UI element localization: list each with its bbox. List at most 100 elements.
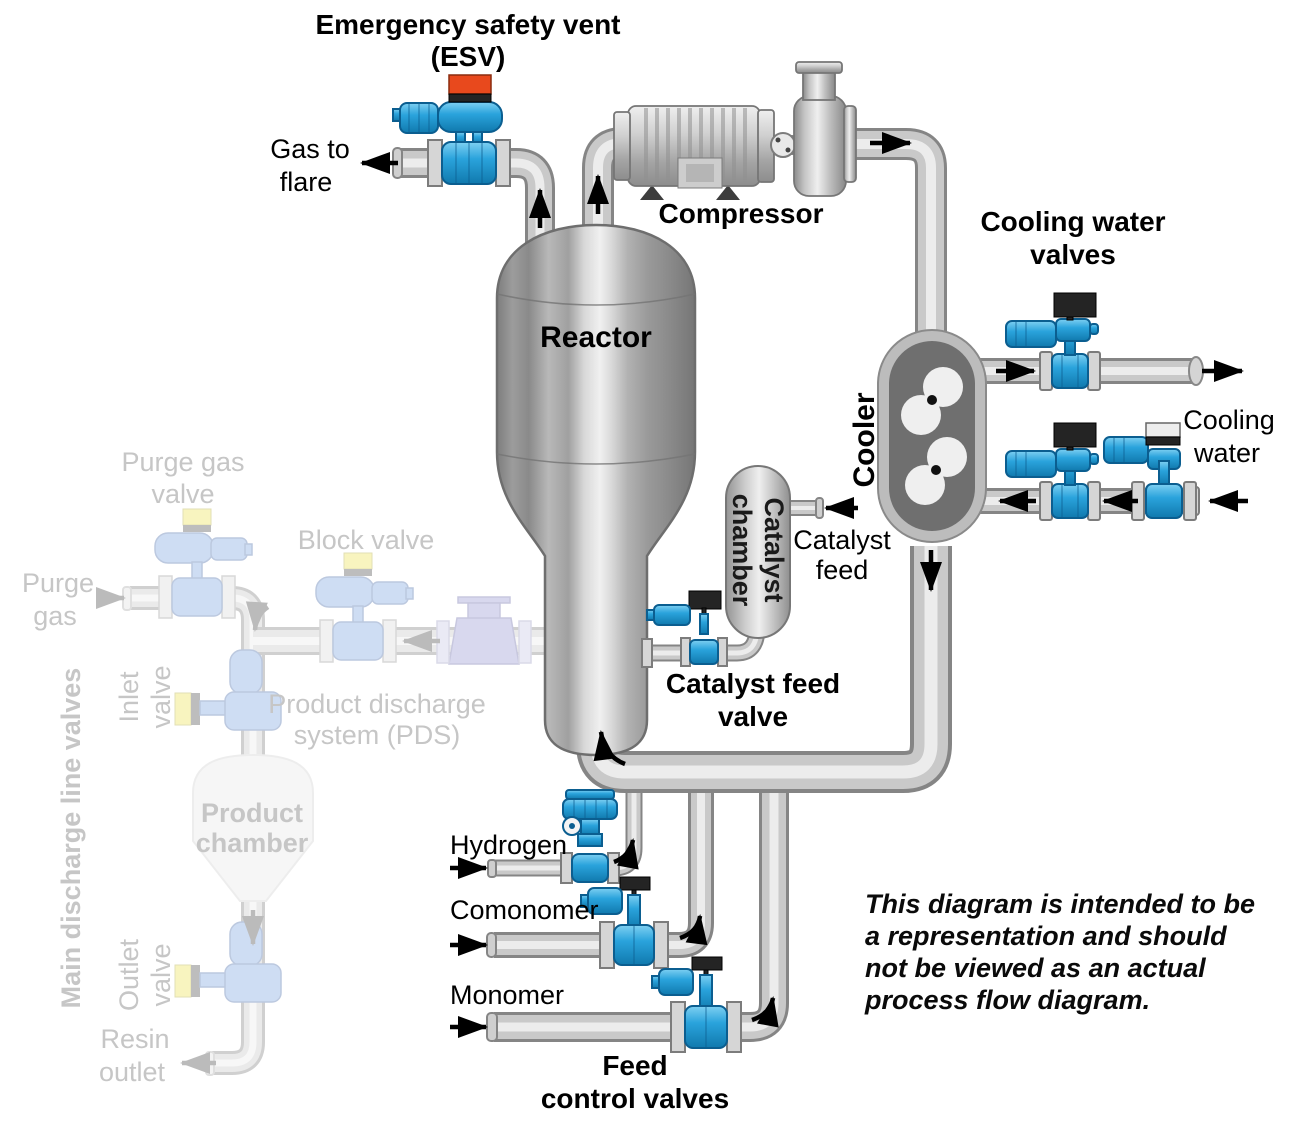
catalyst-feed-valve-label: Catalyst feed <box>666 668 840 699</box>
disclaimer-line2: a representation and should <box>865 921 1227 951</box>
valve-body <box>571 853 609 883</box>
reactor-inlet-flange <box>641 638 653 668</box>
esv-title: Emergency safety vent <box>315 9 620 40</box>
pds-faded-graphics <box>96 508 560 1076</box>
cooling-water-valves-label: Cooling water <box>980 206 1165 237</box>
compressor-label: Compressor <box>659 198 824 229</box>
inlet-valve-label: Inlet valve <box>114 665 176 728</box>
valve-motor <box>653 604 691 626</box>
monomer-curved-arrow <box>751 996 779 1028</box>
manual-gate-valve <box>436 596 532 665</box>
comonomer-label: Comonomer <box>450 895 599 925</box>
monomer-pipe-cap <box>486 1012 498 1042</box>
valve-positioner <box>1145 422 1181 438</box>
cooling-water-label: Cooling <box>1183 405 1275 435</box>
svg-text:Outlet: Outlet <box>114 938 144 1011</box>
svg-text:valve: valve <box>146 943 176 1006</box>
reactor-seam-top <box>496 293 696 306</box>
purge-gas-label: Purge <box>22 568 94 598</box>
monomer-label: Monomer <box>450 980 564 1010</box>
valve-motor <box>1103 436 1149 464</box>
cooling-water-inlet-valve-2 <box>1103 422 1197 521</box>
emergency-safety-vent-valve <box>392 74 511 187</box>
hydrogen-label: Hydrogen <box>450 830 567 860</box>
disclaimer-line4: process flow diagram. <box>864 985 1150 1015</box>
gas-to-flare-label: Gas to <box>270 134 350 164</box>
svg-text:Cooler: Cooler <box>848 392 881 487</box>
feed-control-valves-label2: control valves <box>541 1083 729 1114</box>
product-chamber-vessel <box>192 753 314 902</box>
compressor-flange <box>843 105 857 183</box>
cooler <box>877 329 987 543</box>
gas-to-flare-label2: flare <box>280 167 333 197</box>
comonomer-control-valve <box>580 876 669 969</box>
valve-actuator <box>437 101 503 133</box>
compressor-foot <box>716 185 740 200</box>
esv-title2: (ESV) <box>431 41 506 72</box>
reactor-label: Reactor <box>540 321 652 354</box>
cooling-water-label2: water <box>1193 438 1260 468</box>
disclaimer: This diagram is intended to be a represe… <box>864 889 1255 1015</box>
valve-actuator <box>562 798 618 820</box>
valve-motor <box>658 968 694 996</box>
comonomer-pipe-cap <box>486 932 497 958</box>
main-discharge-line-valves-label: Main discharge line valves <box>56 668 86 1009</box>
block-valve-label: Block valve <box>298 525 435 555</box>
catalyst-feed-valve-label2: valve <box>718 701 788 732</box>
compressor-coupling <box>770 132 796 158</box>
hydrogen-pipe <box>487 760 634 878</box>
esv-solenoid-orange <box>448 74 492 95</box>
catalyst-feed-line <box>641 628 757 668</box>
catalyst-chamber-label: Catalyst chamber <box>727 494 789 607</box>
purge-gas-valve-label2: valve <box>151 479 214 509</box>
resin-outlet-label: Resin <box>100 1024 169 1054</box>
compressor <box>613 61 857 200</box>
pipe-end <box>1188 356 1204 386</box>
inlet-valve <box>174 649 282 731</box>
compressor-to-cooler-pipe <box>852 144 931 348</box>
feed-control-valves-label: Feed <box>602 1050 667 1081</box>
product-chamber-label2: chamber <box>196 828 309 858</box>
pds-label: Product discharge <box>268 689 486 719</box>
pds-faded-labels: Purge gas valve Purge gas Block valve Pr… <box>22 447 486 1087</box>
product-chamber-label: Product <box>201 798 303 828</box>
hydrogen-pipe-cap <box>487 859 497 878</box>
outlet-valve <box>174 921 282 1003</box>
compressor-suction-flange <box>795 61 843 74</box>
reactor-seam-bottom <box>496 453 696 465</box>
motor-ribs <box>644 108 747 184</box>
monomer-control-valve <box>651 956 742 1053</box>
svg-text:Inlet: Inlet <box>114 671 144 723</box>
resin-outlet-label2: outlet <box>99 1057 166 1087</box>
catalyst-feed-nozzle <box>788 497 823 519</box>
compressor-foot <box>640 185 664 200</box>
catalyst-feed-label2: feed <box>816 555 869 585</box>
labels: Emergency safety vent (ESV) Gas to flare… <box>270 9 1275 1114</box>
hydrogen-curved-arrow <box>613 838 639 870</box>
comonomer-curved-arrow <box>679 914 708 946</box>
valve-body <box>1145 483 1183 519</box>
reactor-vessel <box>495 223 697 757</box>
catalyst-feed-label: Catalyst <box>793 525 891 555</box>
tee-down-arrow <box>245 601 270 632</box>
catalyst-chamber-vessel <box>725 465 791 639</box>
svg-text:chamber: chamber <box>727 494 757 607</box>
cooler-label: Cooler <box>848 392 881 487</box>
cooling-water-valves-label2: valves <box>1030 239 1116 270</box>
hydrogen-control-valve <box>560 789 620 884</box>
flow-arrows <box>360 132 1248 1038</box>
outlet-valve-label: Outlet valve <box>114 938 176 1011</box>
disclaimer-line3: not be viewed as an actual <box>865 953 1206 983</box>
valve-actuator-box <box>691 956 723 971</box>
reactor-inlet-curved-arrow <box>593 730 626 767</box>
valve-actuator-box <box>619 876 651 891</box>
catalyst-feed-valve <box>646 590 728 667</box>
compressor-casing <box>793 95 847 197</box>
disclaimer-line1: This diagram is intended to be <box>865 889 1255 919</box>
purge-gas-valve-label: Purge gas <box>121 447 244 477</box>
purge-gas-label2: gas <box>33 601 77 631</box>
valve-actuator-box <box>688 590 722 610</box>
svg-text:valve: valve <box>146 665 176 728</box>
